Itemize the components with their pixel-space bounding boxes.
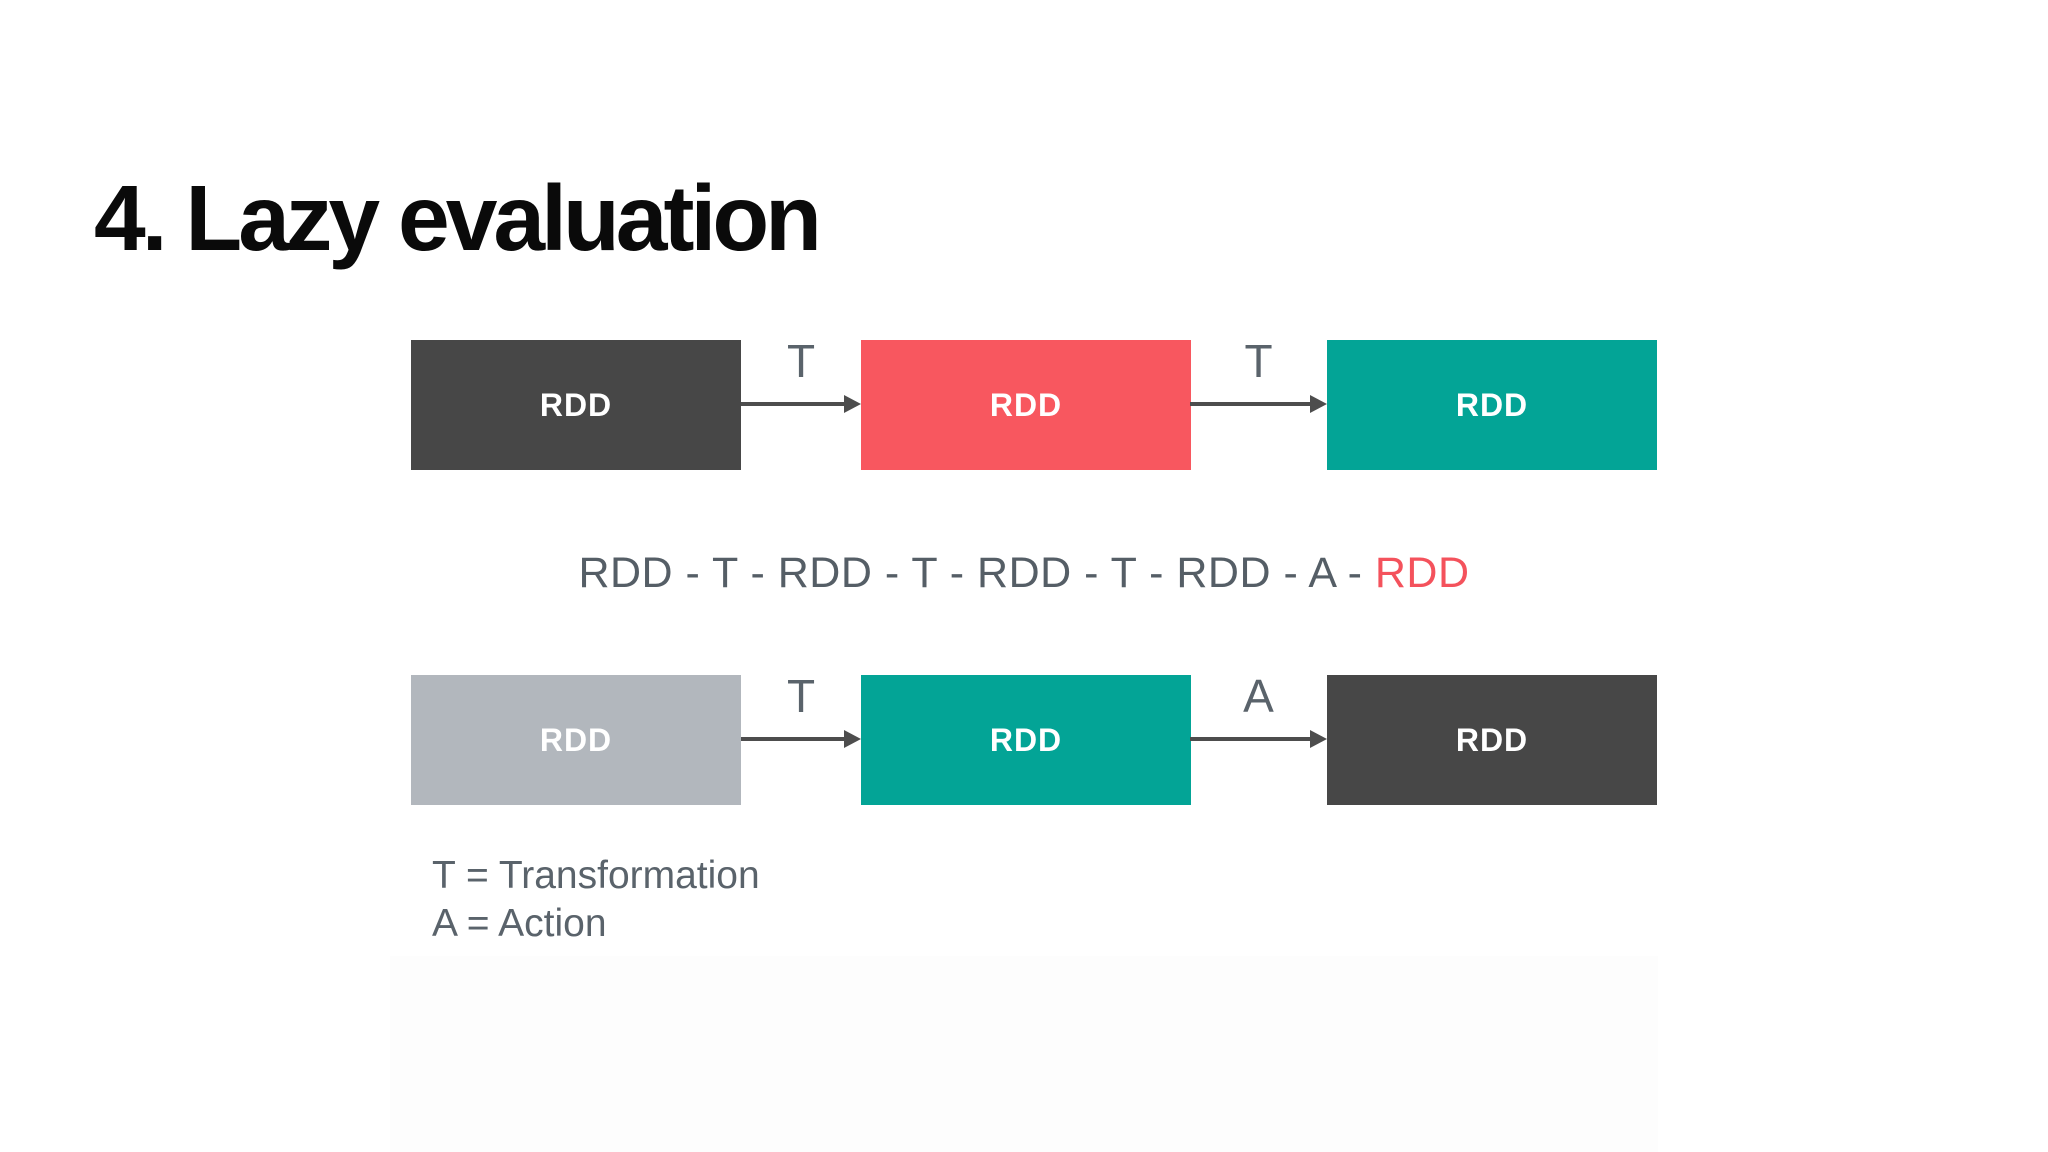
rdd-box-label: RDD [539, 721, 613, 758]
arrow-label-t: T [786, 335, 816, 387]
legend-line-action: A = Action [432, 901, 607, 945]
rdd-box-bottom-2: RDD [861, 675, 1191, 805]
rdd-box-top-2: RDD [861, 340, 1191, 470]
rdd-box-label: RDD [539, 386, 613, 423]
arrow-label-t: T [786, 670, 816, 722]
rdd-box-label: RDD [1455, 386, 1529, 423]
background-panel [390, 956, 1658, 1152]
right-arrow-icon [741, 395, 861, 413]
rdd-box-bottom-3: RDD [1327, 675, 1657, 805]
legend: T = Transformation A = Action [432, 852, 760, 947]
rdd-box-label: RDD [989, 721, 1063, 758]
rdd-box-label: RDD [1455, 721, 1529, 758]
right-arrow-icon [1190, 395, 1327, 413]
legend-line-transformation: T = Transformation [432, 854, 760, 897]
slide-title: 4. Lazy evaluation [94, 166, 822, 271]
rdd-sequence-text: RDD - T - RDD - T - RDD - T - RDD - A - … [0, 552, 2048, 595]
arrow-label-t: T [1244, 335, 1273, 387]
arrow-label-a: A [1243, 670, 1274, 722]
rdd-box-label: RDD [989, 386, 1063, 423]
sequence-prefix: RDD - T - RDD - T - RDD - T - RDD - A - [578, 549, 1375, 597]
rdd-box-bottom-1: RDD [411, 675, 741, 805]
rdd-box-top-1: RDD [411, 340, 741, 470]
right-arrow-icon [741, 730, 861, 748]
sequence-highlight: RDD [1374, 549, 1470, 597]
rdd-box-top-3: RDD [1327, 340, 1657, 470]
right-arrow-icon [1190, 730, 1327, 748]
